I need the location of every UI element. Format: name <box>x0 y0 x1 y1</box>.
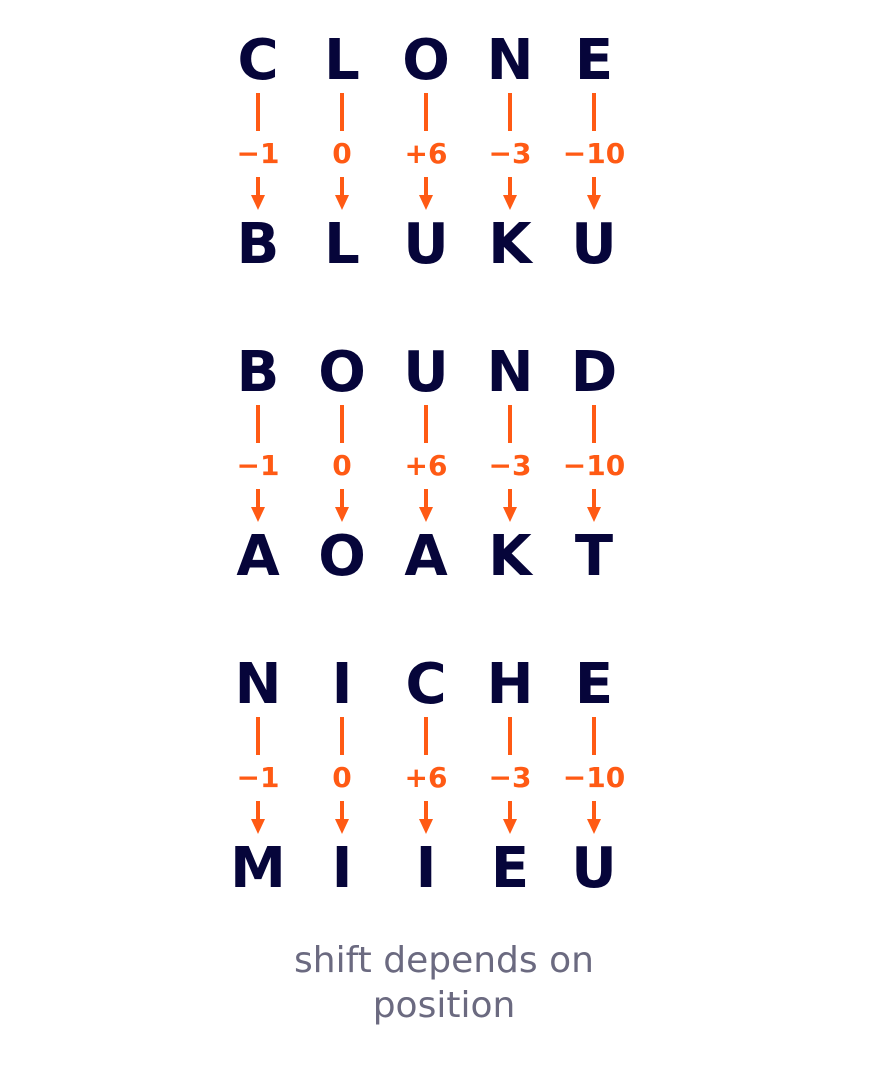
connector-line <box>340 405 344 443</box>
plain-letter: U <box>403 340 449 405</box>
shift-value: −1 <box>236 449 280 482</box>
cipher-letter: U <box>571 212 617 277</box>
down-arrow-icon <box>250 489 266 523</box>
plain-letter: E <box>574 28 614 93</box>
shift-value: +6 <box>404 449 448 482</box>
shift-value: 0 <box>332 137 352 170</box>
connector-line <box>256 717 260 755</box>
down-arrow-icon <box>586 489 602 523</box>
connector-line <box>424 717 428 755</box>
shift-value: 0 <box>332 449 352 482</box>
connector-line <box>340 93 344 131</box>
connector-line <box>340 717 344 755</box>
plain-letter: N <box>486 340 534 405</box>
cipher-letter: K <box>488 524 532 589</box>
down-arrow-icon <box>250 177 266 211</box>
down-arrow-icon <box>418 801 434 835</box>
plain-letter: D <box>570 340 618 405</box>
shift-value: −10 <box>562 449 626 482</box>
connector-line <box>508 405 512 443</box>
connector-line <box>424 405 428 443</box>
plain-letter: O <box>402 28 450 93</box>
shift-value: −10 <box>562 137 626 170</box>
shift-value: −3 <box>488 449 532 482</box>
shift-value: −10 <box>562 761 626 794</box>
cipher-letter: I <box>415 836 437 901</box>
down-arrow-icon <box>250 801 266 835</box>
plain-letter: B <box>236 340 280 405</box>
cipher-letter: I <box>331 836 353 901</box>
cipher-letter: U <box>403 212 449 277</box>
plain-letter: H <box>486 652 534 717</box>
connector-line <box>256 405 260 443</box>
connector-line <box>256 93 260 131</box>
cipher-letter: T <box>574 524 614 589</box>
plain-letter: N <box>486 28 534 93</box>
shift-value: −3 <box>488 137 532 170</box>
cipher-letter: K <box>488 212 532 277</box>
cipher-letter: A <box>236 524 280 589</box>
connector-line <box>592 405 596 443</box>
down-arrow-icon <box>586 801 602 835</box>
plain-letter: C <box>405 652 447 717</box>
down-arrow-icon <box>418 489 434 523</box>
plain-letter: O <box>318 340 366 405</box>
down-arrow-icon <box>502 177 518 211</box>
plain-letter: C <box>237 28 279 93</box>
cipher-letter: O <box>318 524 366 589</box>
down-arrow-icon <box>334 801 350 835</box>
connector-line <box>592 93 596 131</box>
shift-value: −3 <box>488 761 532 794</box>
connector-line <box>424 93 428 131</box>
shift-value: 0 <box>332 761 352 794</box>
connector-line <box>508 93 512 131</box>
plain-letter: E <box>574 652 614 717</box>
cipher-letter: A <box>404 524 448 589</box>
shift-value: −1 <box>236 761 280 794</box>
cipher-letter: L <box>324 212 360 277</box>
shift-value: +6 <box>404 761 448 794</box>
cipher-letter: B <box>236 212 280 277</box>
down-arrow-icon <box>334 489 350 523</box>
shift-value: +6 <box>404 137 448 170</box>
cipher-letter: E <box>490 836 530 901</box>
connector-line <box>508 717 512 755</box>
plain-letter: L <box>324 28 360 93</box>
down-arrow-icon <box>586 177 602 211</box>
down-arrow-icon <box>418 177 434 211</box>
shift-value: −1 <box>236 137 280 170</box>
down-arrow-icon <box>502 801 518 835</box>
plain-letter: N <box>234 652 282 717</box>
cipher-letter: M <box>230 836 286 901</box>
connector-line <box>592 717 596 755</box>
down-arrow-icon <box>334 177 350 211</box>
cipher-letter: U <box>571 836 617 901</box>
caption: shift depends on position <box>294 940 594 1026</box>
plain-letter: I <box>331 652 353 717</box>
down-arrow-icon <box>502 489 518 523</box>
